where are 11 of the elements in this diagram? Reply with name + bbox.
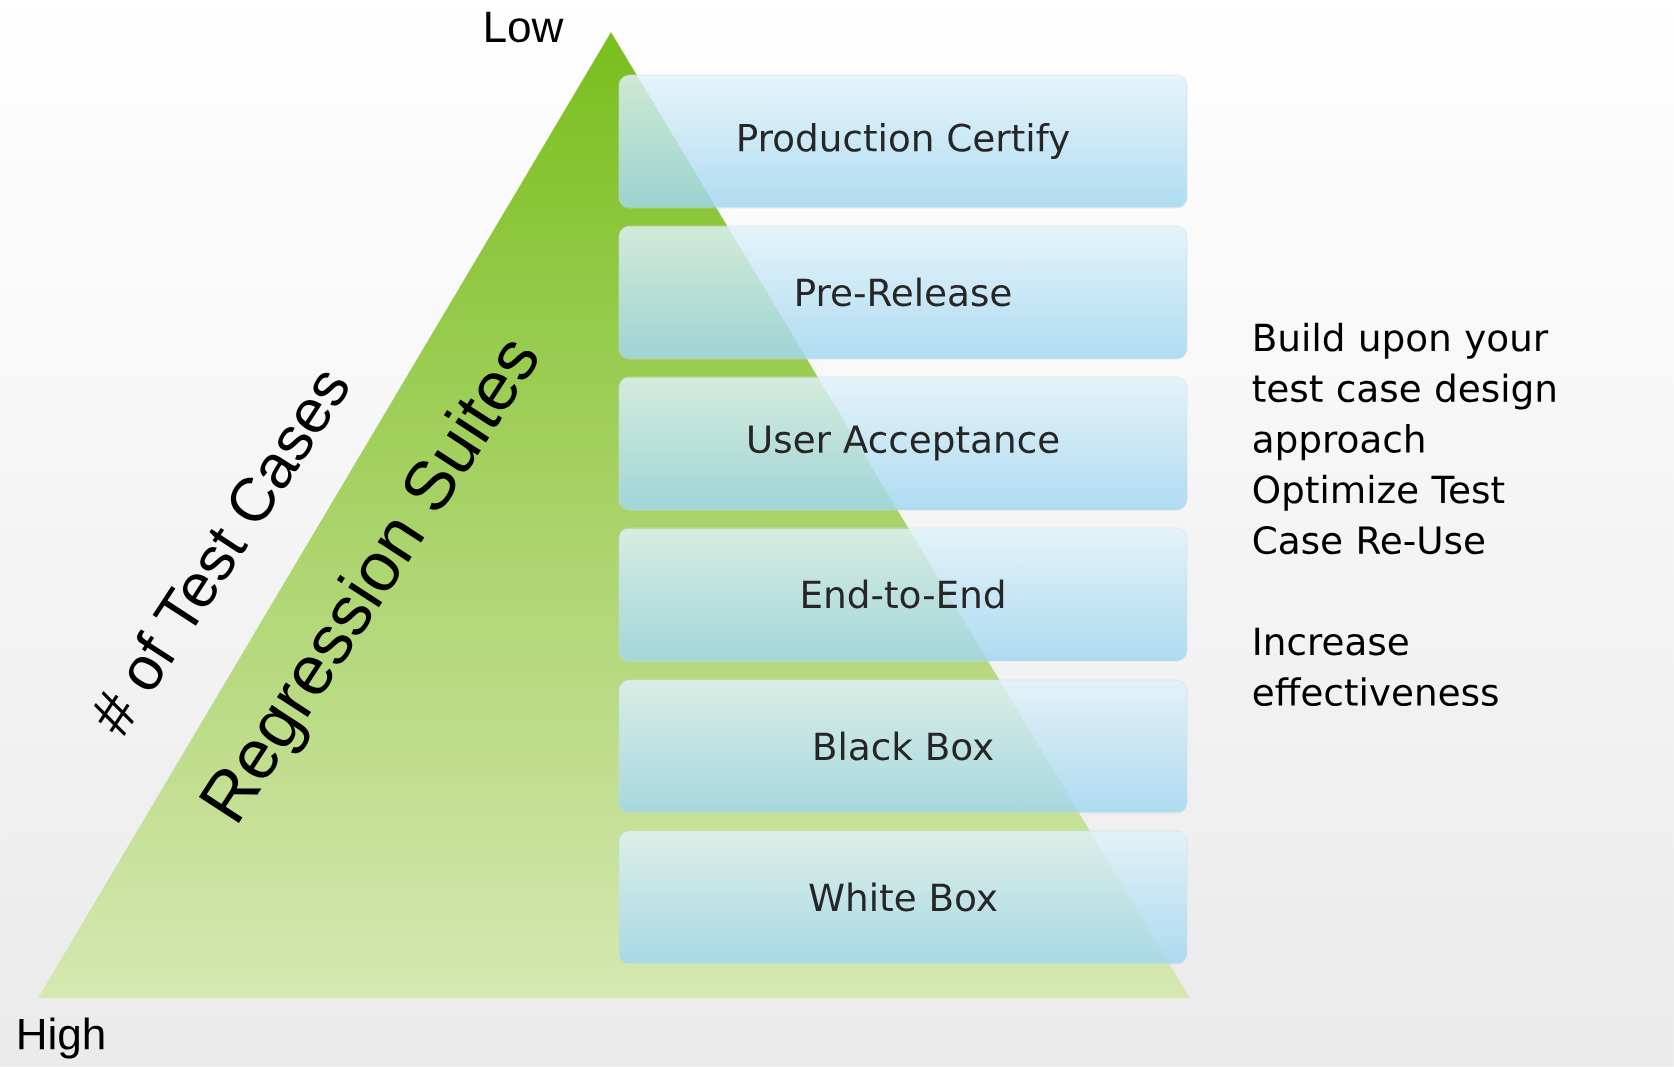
stage-box: User Acceptance <box>618 376 1188 511</box>
stage-box: Production Certify <box>618 74 1188 209</box>
stage-box: Pre-Release <box>618 225 1188 360</box>
axis-label: High <box>19 1017 104 1059</box>
benefit-text: Build upon your test case design approach <box>1252 322 1555 461</box>
benefit-text: Increase effectiveness <box>1253 627 1498 707</box>
stage-box: Black Box <box>618 679 1188 814</box>
stage-box: White Box <box>618 830 1188 965</box>
stage-box: End-to-End <box>618 527 1188 662</box>
benefit-text: Optimize Test Case Re-Use <box>1253 474 1505 555</box>
axis-label: Low <box>486 11 564 43</box>
